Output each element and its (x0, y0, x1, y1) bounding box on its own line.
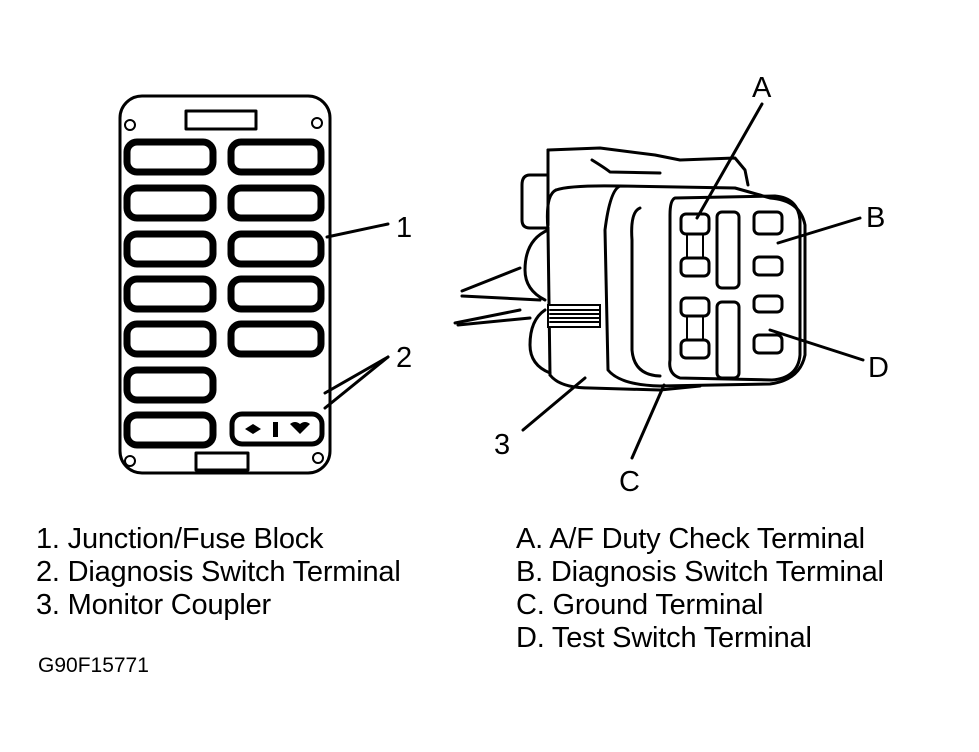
callout-1: 1 (396, 212, 412, 244)
legend-lettered: A. A/F Duty Check Terminal B. Diagnosis … (516, 523, 884, 655)
fuse-slot (123, 230, 217, 268)
legend-item: A. A/F Duty Check Terminal (516, 523, 865, 555)
fuse-column-left (123, 138, 217, 449)
mounting-hole (124, 119, 136, 131)
callout-d: D (868, 352, 889, 384)
fuse-slot (227, 320, 325, 358)
leader-line-1 (325, 222, 390, 239)
fuse-slot (227, 275, 325, 313)
fuse-slot (227, 230, 325, 268)
fuse-slot (123, 138, 217, 176)
fuse-column-right (227, 138, 325, 358)
mounting-hole (311, 117, 323, 129)
leader-line-c (630, 383, 666, 460)
top-tab (184, 109, 258, 131)
callout-b: B (866, 202, 885, 234)
figure-id: G90F15771 (38, 654, 149, 677)
legend-item: C. Ground Terminal (516, 589, 764, 621)
diagnosis-switch-terminal (229, 411, 325, 447)
fuse-slot (123, 184, 217, 222)
leader-line-a (695, 102, 764, 220)
leader-line-3 (521, 376, 587, 432)
leader-line-d (768, 328, 865, 362)
fuse-slot (123, 275, 217, 313)
fuse-slot (123, 411, 217, 449)
bottom-tab (194, 451, 250, 472)
callout-a: A (752, 72, 772, 104)
fuse-slot (123, 366, 217, 404)
junction-fuse-block (118, 94, 390, 475)
legend-item: 1. Junction/Fuse Block (36, 523, 324, 555)
legend-item: 3. Monitor Coupler (36, 589, 271, 621)
leader-line-2a (323, 355, 390, 395)
wire (453, 266, 542, 327)
monitor-coupler (453, 102, 865, 460)
latch (520, 173, 550, 230)
callout-3: 3 (494, 429, 510, 461)
legend-item: 2. Diagnosis Switch Terminal (36, 556, 401, 588)
legend-item: D. Test Switch Terminal (516, 622, 812, 654)
fuse-slot (123, 320, 217, 358)
leader-line-b (776, 216, 862, 245)
legend-numbered: 1. Junction/Fuse Block 2. Diagnosis Swit… (36, 523, 401, 622)
fuse-slot (227, 184, 325, 222)
terminal-cavities (679, 210, 784, 380)
callout-2: 2 (396, 342, 412, 374)
leader-line-2b (323, 355, 390, 410)
legend-item: B. Diagnosis Switch Terminal (516, 556, 884, 588)
mounting-hole (124, 455, 136, 467)
callout-c: C (619, 466, 640, 498)
mounting-hole (312, 452, 324, 464)
fuse-slot (227, 138, 325, 176)
